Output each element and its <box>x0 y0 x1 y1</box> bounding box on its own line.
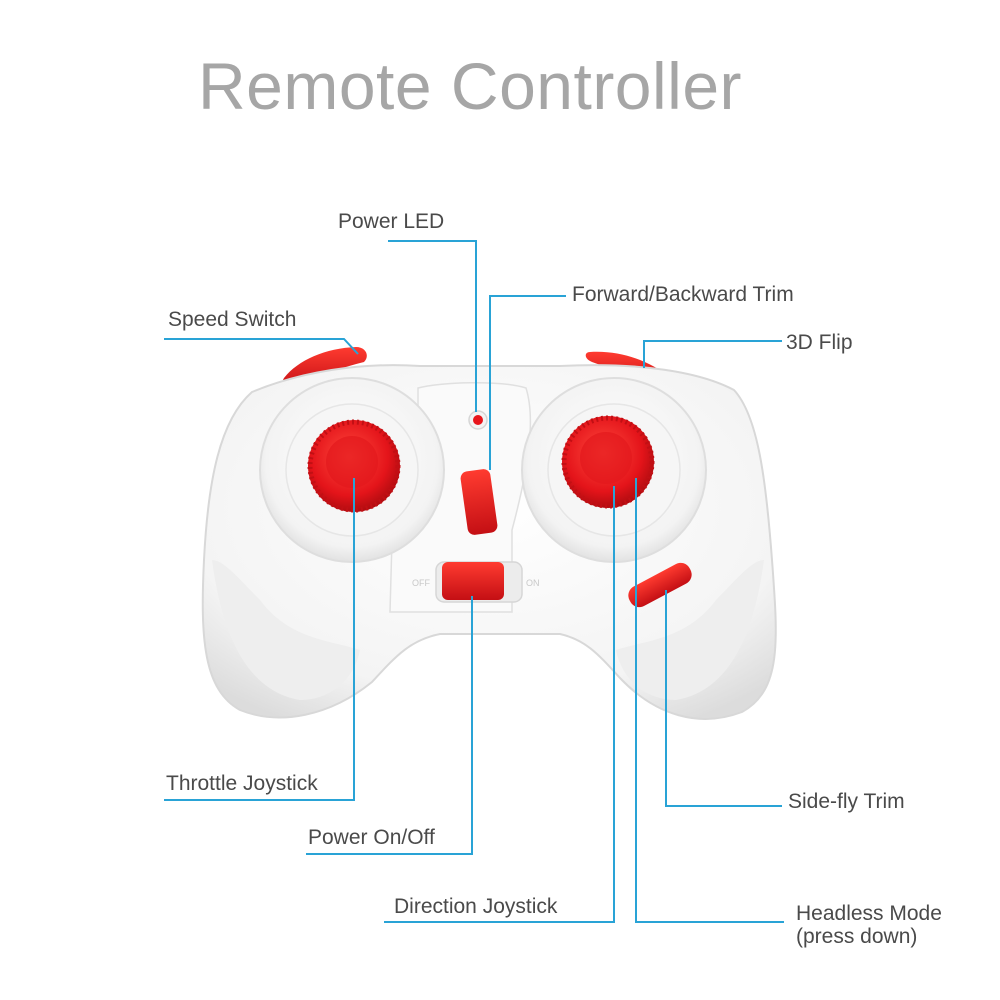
label-forward-backward-trim: Forward/Backward Trim <box>572 283 794 306</box>
direction-joystick[interactable] <box>561 415 655 509</box>
callout-throttle-joystick <box>164 478 355 801</box>
label-side-fly-trim: Side-fly Trim <box>788 790 905 813</box>
label-headless-mode-note: (press down) <box>796 925 918 948</box>
callout-direction-joystick <box>384 486 615 923</box>
label-direction-joystick: Direction Joystick <box>394 895 558 918</box>
power-switch[interactable] <box>442 562 504 600</box>
callout-power-led <box>388 240 477 412</box>
label-headless-mode: Headless Mode <box>796 902 942 925</box>
right-grip-shade <box>616 560 764 700</box>
label-power-on-off: Power On/Off <box>308 826 435 849</box>
callout-forward-backward-trim <box>489 295 566 470</box>
forward-backward-trim-button[interactable] <box>460 468 499 536</box>
page-title: Remote Controller <box>197 49 743 123</box>
label-throttle-joystick: Throttle Joystick <box>166 772 318 795</box>
callout-power-on-off <box>306 596 473 855</box>
switch-on-mark: ON <box>526 578 540 588</box>
left-grip-shade <box>212 560 360 700</box>
callout-side-fly-trim <box>665 590 782 807</box>
callout-3d-flip <box>643 340 782 368</box>
label-3d-flip: 3D Flip <box>786 331 853 354</box>
callout-lines <box>164 240 784 923</box>
side-fly-trim-button[interactable] <box>625 559 695 610</box>
callout-headless-mode <box>635 478 784 923</box>
power-led-light <box>473 415 483 425</box>
throttle-joystick[interactable] <box>307 419 401 513</box>
callout-speed-switch <box>164 338 359 355</box>
label-speed-switch: Speed Switch <box>168 308 297 331</box>
switch-off-mark: OFF <box>412 578 430 588</box>
label-power-led: Power LED <box>338 210 445 233</box>
